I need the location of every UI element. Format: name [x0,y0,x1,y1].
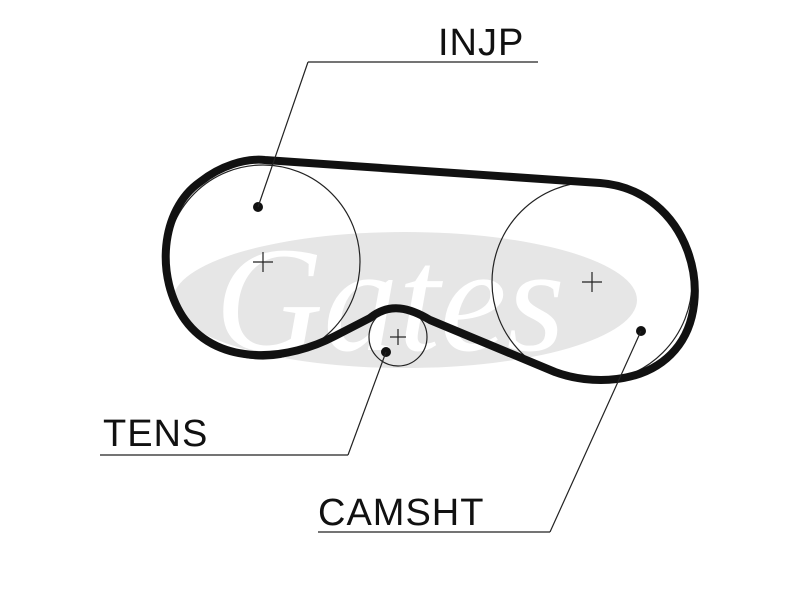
tens-leader-line [100,351,387,456]
camsht-label: CAMSHT [318,492,484,534]
tens-label: TENS [103,413,208,455]
injection-pump-center-mark [253,252,273,272]
tensioner-center-mark [390,329,406,345]
gates-watermark-logo: Gates [173,217,637,383]
timing-belt [161,155,699,384]
injp-label: INJP [438,22,524,64]
camshaft-leader-line [318,330,642,533]
injp-leader-line [257,61,538,208]
camshaft-center-mark [582,272,602,292]
